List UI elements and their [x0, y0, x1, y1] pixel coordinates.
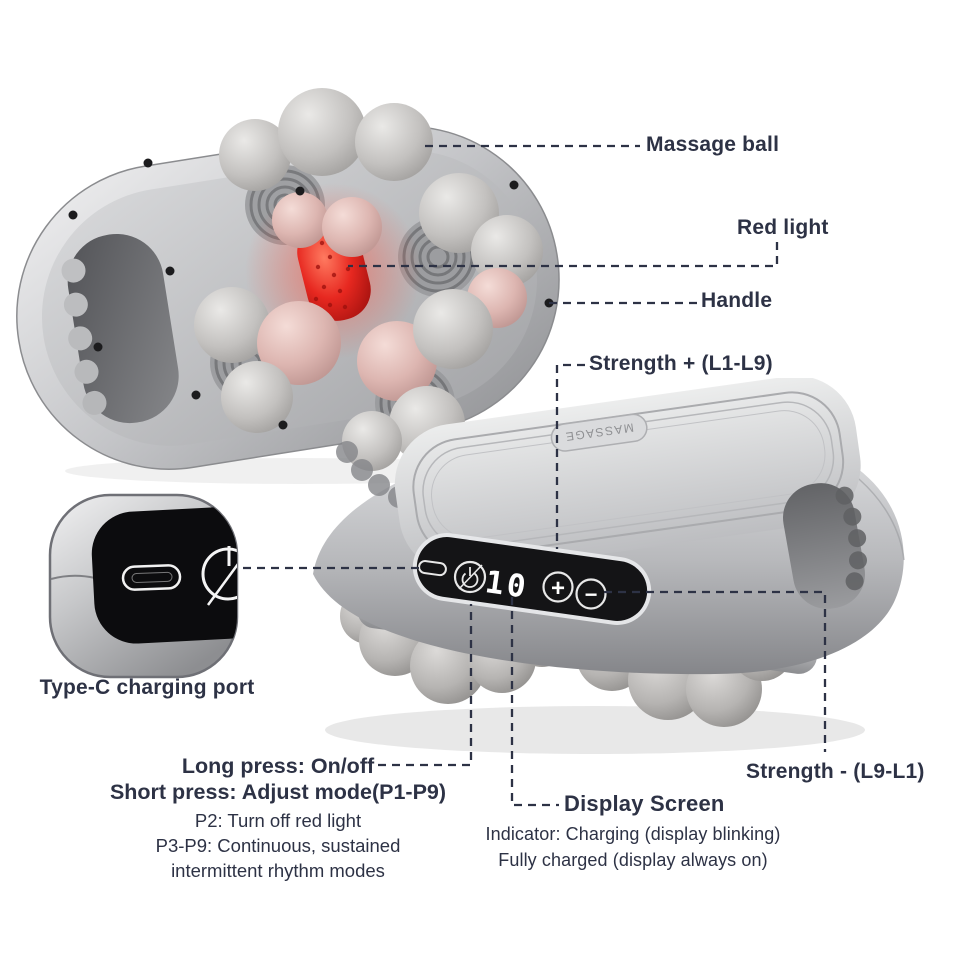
strength-plus-line — [555, 363, 585, 549]
power-icon — [201, 546, 237, 606]
type-c-label: Type-C charging port — [39, 676, 255, 699]
p3-instruction-line1: P3-P9: Continuous, sustained — [155, 835, 401, 856]
p2-instruction: P2: Turn off red light — [194, 810, 362, 831]
display-notes: Indicator: Charging (display blinking) F… — [450, 821, 816, 873]
indicator-note-line2: Fully charged (display always on) — [498, 850, 768, 870]
strength-plus-label: Strength + (L1-L9) — [589, 352, 773, 375]
short-press-instruction: Short press: Adjust mode(P1-P9) — [109, 780, 447, 804]
red-light-line — [348, 242, 779, 268]
bottom-device-handle — [782, 483, 868, 609]
svg-text:+: + — [551, 575, 565, 602]
top-pad: MASSAGE — [394, 378, 861, 574]
handle-label: Handle — [701, 289, 773, 312]
display-screen-line — [510, 597, 559, 807]
plus-button-icon: + — [542, 571, 574, 603]
massage-ball-label: Massage ball — [646, 133, 780, 156]
massage-balls-top — [194, 88, 543, 471]
indicator-note-line1: Indicator: Charging (display blinking) — [485, 824, 781, 844]
massager-top-view — [16, 88, 560, 484]
display-screen-label: Display Screen — [564, 791, 725, 816]
display-screen-value: 10 — [483, 564, 531, 606]
long-press-instruction: Long press: On/off — [181, 754, 375, 778]
indicator-light-icon — [418, 560, 447, 577]
massager-side-view: MASSAGE 10 + — [313, 378, 905, 754]
red-light-label: Red light — [737, 216, 829, 239]
strength-minus-label: Strength - (L9-L1) — [746, 760, 925, 783]
long-press-line — [378, 604, 473, 767]
strength-minus-line — [604, 590, 827, 752]
type-c-inset — [48, 493, 239, 679]
p3-instruction-line2: intermittent rhythm modes — [171, 860, 385, 881]
svg-text:−: − — [585, 582, 598, 607]
minus-button-icon: − — [575, 578, 607, 610]
usb-c-port-icon — [121, 564, 182, 591]
top-device-handle — [61, 233, 179, 424]
mode-power-slash-icon — [453, 560, 487, 594]
brand-logo: MASSAGE — [550, 413, 648, 452]
press-instructions: Long press: On/off Short press: Adjust m… — [95, 753, 461, 883]
control-panel: 10 + − — [412, 533, 652, 625]
